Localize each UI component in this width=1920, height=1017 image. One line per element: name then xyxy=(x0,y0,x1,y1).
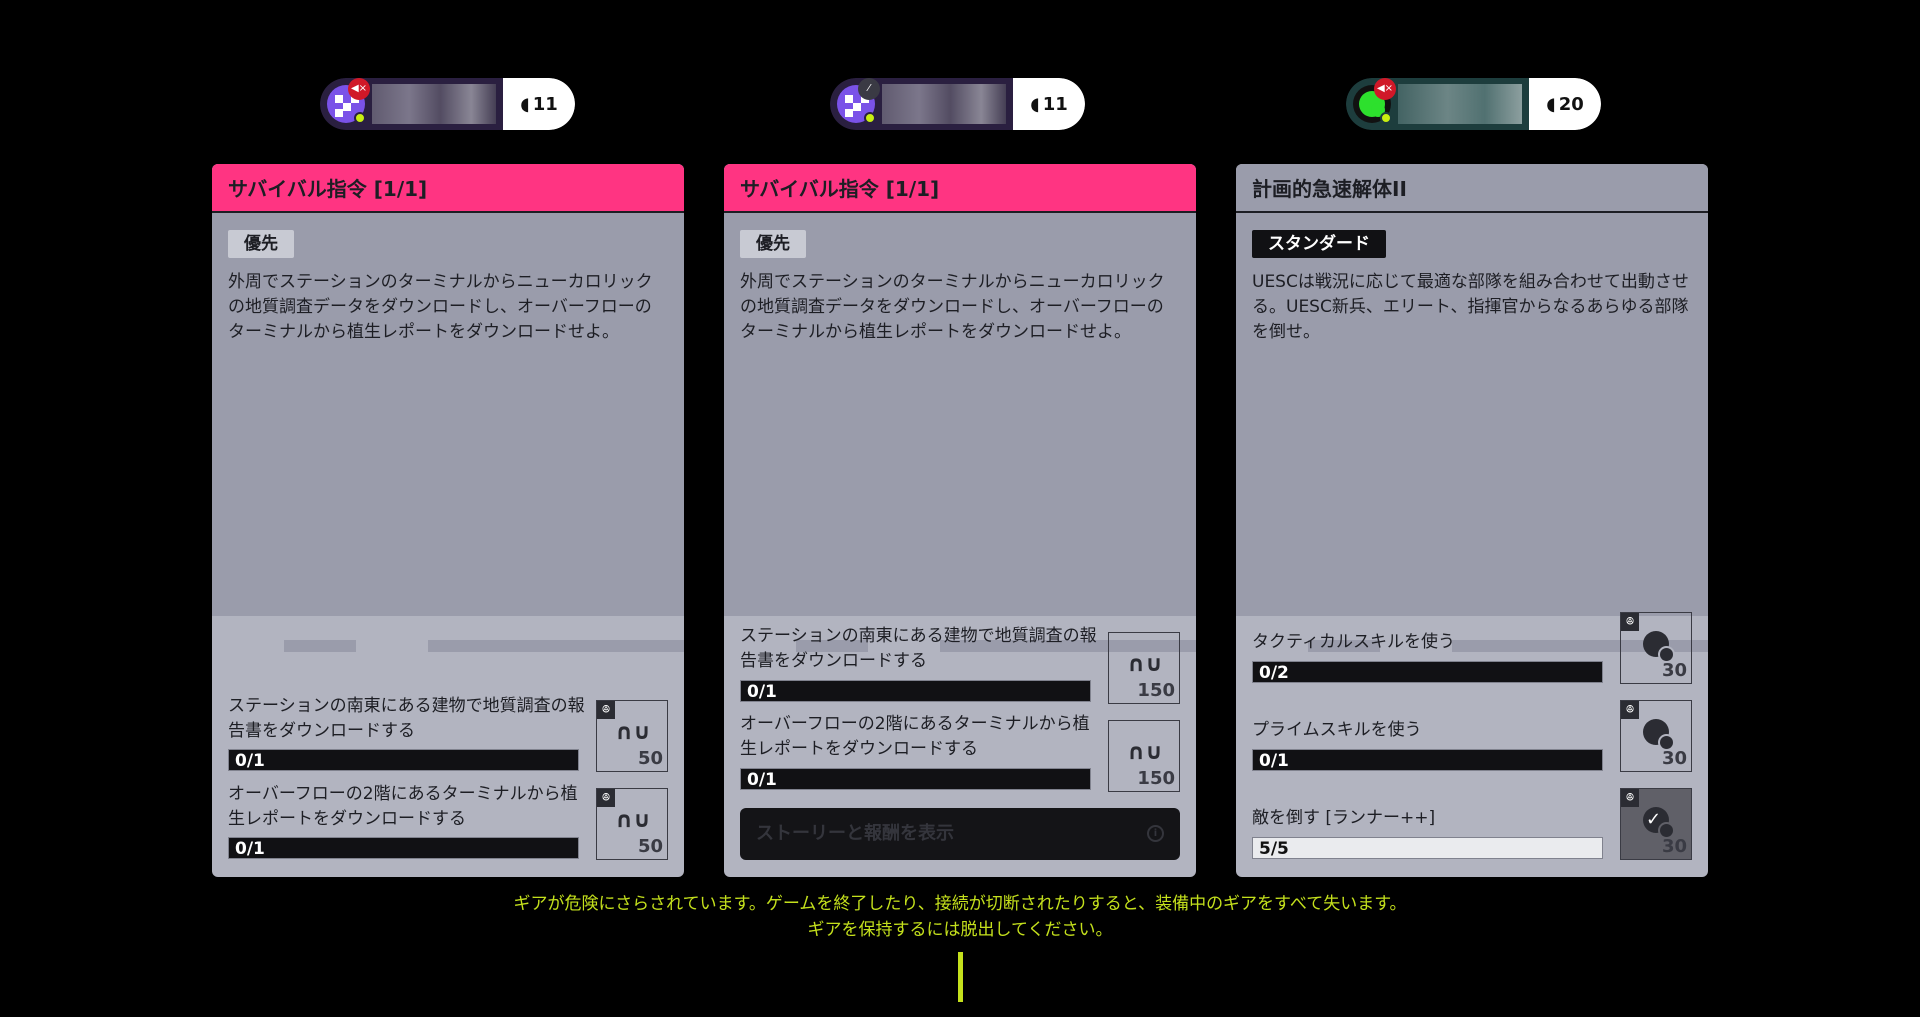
speaker-muted-icon[interactable]: ◀× xyxy=(348,78,370,100)
mic-off-icon[interactable]: ⁄ xyxy=(858,78,880,100)
card-description: UESCは戦況に応じて最適な部隊を組み合わせて出動させる。UESC新兵、エリート… xyxy=(1252,272,1689,342)
squad-icon: ꔮ xyxy=(597,701,615,719)
player-name-redacted xyxy=(372,84,496,124)
objective-text: タクティカルスキルを使う xyxy=(1252,632,1455,652)
player-pill-1: ◀× ◖11 xyxy=(320,78,575,130)
card-title: サバイバル指令 [1/1] xyxy=(212,164,684,213)
player-info: ⁄ xyxy=(830,78,1013,130)
reward-box-claimed: ꔮ✓30 xyxy=(1620,788,1692,860)
level-icon: ◖ xyxy=(520,93,530,115)
objective-progress: 0/1 xyxy=(1252,749,1603,771)
squad-icon: ꔮ xyxy=(1621,701,1639,719)
reward-box: ꔮ∩∪50 xyxy=(596,788,668,860)
objective-text: プライムスキルを使う xyxy=(1252,720,1422,740)
nu-currency-icon: ∩∪ xyxy=(1127,740,1163,765)
objective-text: ステーションの南東にある建物で地質調査の報告書をダウンロードする xyxy=(228,696,585,741)
divider-line xyxy=(958,952,963,1002)
reward-box: ꔮ∩∪50 xyxy=(596,700,668,772)
reward-box: ∩∪150 xyxy=(1108,720,1180,792)
contract-card-1[interactable]: サバイバル指令 [1/1] 優先 外周でステーションのターミナルからニューカロリ… xyxy=(212,164,684,877)
skill-xp-icon xyxy=(1643,719,1673,749)
objective-progress: 0/1 xyxy=(740,768,1091,790)
objective-progress: 0/1 xyxy=(740,680,1091,702)
online-status-icon xyxy=(354,112,366,124)
nu-currency-icon: ∩∪ xyxy=(1127,652,1163,677)
level-icon: ◖ xyxy=(1030,93,1040,115)
objective-text: 敵を倒す [ランナー++] xyxy=(1252,808,1436,828)
priority-tag: 優先 xyxy=(228,230,294,258)
contract-card-3[interactable]: 計画的急速解体II スタンダード UESCは戦況に応じて最適な部隊を組み合わせて… xyxy=(1236,164,1708,877)
reward-box: ∩∪150 xyxy=(1108,632,1180,704)
squad-icon: ꔮ xyxy=(1621,789,1639,807)
player-name-redacted xyxy=(1398,84,1522,124)
gear-risk-hint: ギアを保持するには脱出してください。 xyxy=(807,920,1113,940)
player-pill-3: ◀× ◖20 xyxy=(1346,78,1601,130)
card-title: サバイバル指令 [1/1] xyxy=(724,164,1196,213)
player-name-redacted xyxy=(882,84,1006,124)
squad-icon: ꔮ xyxy=(1621,613,1639,631)
nu-currency-icon: ∩∪ xyxy=(615,808,651,833)
level-icon: ◖ xyxy=(1546,93,1556,115)
online-status-icon xyxy=(864,112,876,124)
nu-currency-icon: ∩∪ xyxy=(615,720,651,745)
objective-progress: 0/2 xyxy=(1252,661,1603,683)
objective-text: オーバーフローの2階にあるターミナルから植生レポートをダウンロードする xyxy=(228,784,578,829)
contract-card-2[interactable]: サバイバル指令 [1/1] 優先 外周でステーションのターミナルからニューカロリ… xyxy=(724,164,1196,877)
objective-text: オーバーフローの2階にあるターミナルから植生レポートをダウンロードする xyxy=(740,714,1090,759)
squad-icon: ꔮ xyxy=(597,789,615,807)
gear-risk-warning: ギアが危険にさらされています。ゲームを終了したり、接続が切断されたりすると、装備… xyxy=(513,894,1407,914)
objective-progress: 0/1 xyxy=(228,749,579,771)
speaker-muted-icon[interactable]: ◀× xyxy=(1374,78,1396,100)
priority-tag: 優先 xyxy=(740,230,806,258)
player-level: ◖11 xyxy=(1013,78,1085,130)
objective-progress-complete: 5/5 xyxy=(1252,837,1603,859)
info-icon: i xyxy=(1147,825,1164,842)
player-pill-2: ⁄ ◖11 xyxy=(830,78,1085,130)
player-info: ◀× xyxy=(320,78,503,130)
card-title: 計画的急速解体II xyxy=(1236,164,1708,213)
skill-xp-icon xyxy=(1643,631,1673,661)
objective-progress: 0/1 xyxy=(228,837,579,859)
player-level: ◖20 xyxy=(1529,78,1601,130)
skill-xp-icon xyxy=(1643,807,1673,837)
online-status-icon xyxy=(1380,112,1392,124)
player-info: ◀× xyxy=(1346,78,1529,130)
objective-text: ステーションの南東にある建物で地質調査の報告書をダウンロードする xyxy=(740,626,1097,671)
checkmark-icon: ✓ xyxy=(1646,809,1662,830)
card-description: 外周でステーションのターミナルからニューカロリックの地質調査データをダウンロード… xyxy=(228,272,653,342)
player-level: ◖11 xyxy=(503,78,575,130)
standard-tag: スタンダード xyxy=(1252,230,1386,258)
card-description: 外周でステーションのターミナルからニューカロリックの地質調査データをダウンロード… xyxy=(740,272,1165,342)
